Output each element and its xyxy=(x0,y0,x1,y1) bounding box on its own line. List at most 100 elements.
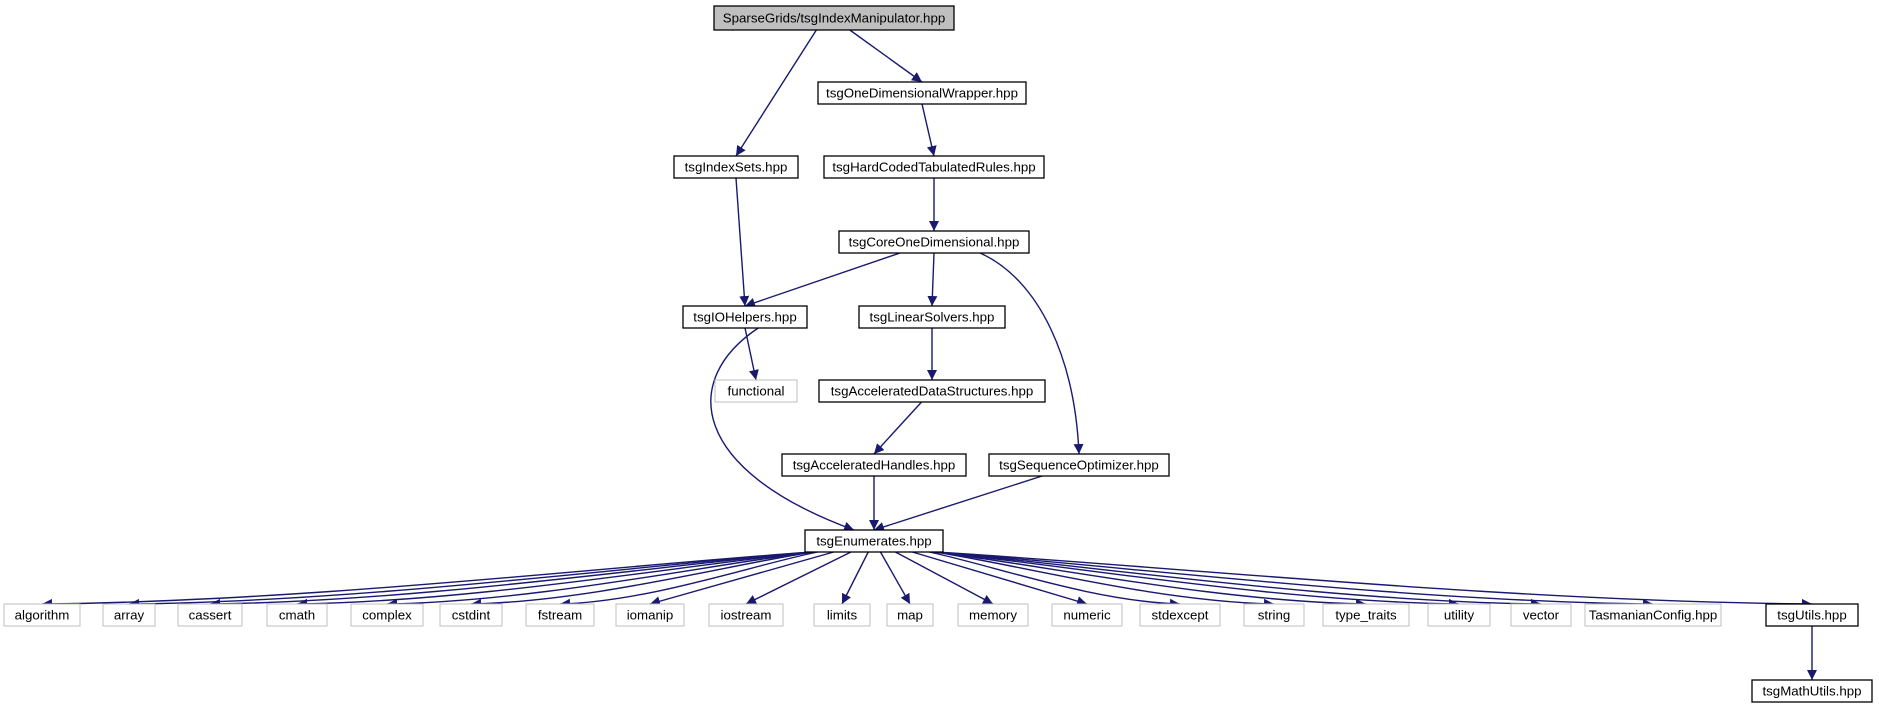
node-fstream: fstream xyxy=(525,603,595,627)
node-box xyxy=(350,603,424,627)
node-tasmanianconfig-hpp: TasmanianConfig.hpp xyxy=(1584,603,1722,627)
node-tsgsequenceoptimizer-hpp[interactable]: tsgSequenceOptimizer.hpp xyxy=(988,453,1170,477)
node-label: fstream xyxy=(538,608,582,623)
node-cmath: cmath xyxy=(266,603,328,627)
node-label: tsgCoreOneDimensional.hpp xyxy=(849,235,1020,250)
node-box xyxy=(1427,603,1491,627)
edge-enumerates-to-vector xyxy=(934,551,1542,609)
node-map: map xyxy=(886,603,934,627)
node-type-traits: type_traits xyxy=(1322,603,1410,627)
node-label: tsgHardCodedTabulatedRules.hpp xyxy=(832,160,1035,175)
node-algorithm: algorithm xyxy=(3,603,81,627)
node-label: complex xyxy=(362,608,412,623)
edge-enumerates-to-tasconfig xyxy=(934,551,1654,609)
node-iomanip: iomanip xyxy=(615,603,685,627)
edge-enumerates-to-iomanip xyxy=(649,551,834,607)
node-tsgmathutils-hpp[interactable]: tsgMathUtils.hpp xyxy=(1751,679,1873,703)
edge-enumerates-to-utils xyxy=(934,551,1813,609)
node-label: vector xyxy=(1523,608,1560,623)
node-box xyxy=(1243,603,1305,627)
node-box xyxy=(838,230,1030,254)
node-label: tsgOneDimensionalWrapper.hpp xyxy=(826,86,1018,101)
edge-accds-to-acchandles xyxy=(873,401,923,455)
node-tsgutils-hpp[interactable]: tsgUtils.hpp xyxy=(1765,603,1859,627)
node-box xyxy=(813,603,871,627)
node-tsgenumerates-hpp[interactable]: tsgEnumerates.hpp xyxy=(804,529,944,553)
node-box xyxy=(525,603,595,627)
node-sparsegrids-tsgindexmanipulator-hpp[interactable]: SparseGrids/tsgIndexManipulator.hpp xyxy=(713,5,955,31)
edge-enumerates-to-utility xyxy=(934,551,1460,609)
edge-enumerates-to-memory xyxy=(895,551,994,605)
edge-seqopt-to-enumerates xyxy=(873,475,1043,532)
node-memory: memory xyxy=(957,603,1029,627)
node-label: functional xyxy=(728,384,785,399)
node-string: string xyxy=(1243,603,1305,627)
node-box xyxy=(615,603,685,627)
node-label: tsgUtils.hpp xyxy=(1777,608,1846,623)
node-label: stdexcept xyxy=(1152,608,1209,623)
node-label: cmath xyxy=(279,608,315,623)
edge-enumerates-to-map xyxy=(879,551,911,605)
edge-core1d-to-linsolvers xyxy=(927,252,938,307)
node-label: utility xyxy=(1444,608,1475,623)
edge-enumerates-to-limits xyxy=(841,551,869,605)
node-stdexcept: stdexcept xyxy=(1139,603,1221,627)
node-box xyxy=(177,603,243,627)
node-tsgiohelpers-hpp[interactable]: tsgIOHelpers.hpp xyxy=(682,305,808,329)
node-label: tsgMathUtils.hpp xyxy=(1762,684,1861,699)
edge-enumerates-to-fstream xyxy=(559,551,818,609)
node-box xyxy=(266,603,328,627)
node-tsgaccelerateddatastructures-hpp[interactable]: tsgAcceleratedDataStructures.hpp xyxy=(818,379,1046,403)
node-iostream: iostream xyxy=(708,603,784,627)
edge-wrapper-to-hardcoded xyxy=(921,103,937,157)
nodes-layer: SparseGrids/tsgIndexManipulator.hpp tsgOn… xyxy=(3,5,1873,703)
node-box xyxy=(817,81,1027,105)
node-limits: limits xyxy=(813,603,871,627)
node-tsglinearsolvers-hpp[interactable]: tsgLinearSolvers.hpp xyxy=(858,305,1006,329)
edge-core1d-to-seqopt xyxy=(979,252,1084,455)
node-label: type_traits xyxy=(1335,608,1397,623)
node-box xyxy=(957,603,1029,627)
edge-enumerates-to-numeric xyxy=(912,551,1088,606)
node-box xyxy=(1139,603,1221,627)
node-box xyxy=(708,603,784,627)
edges-layer xyxy=(41,29,1817,680)
node-tsgindexsets-hpp[interactable]: tsgIndexSets.hpp xyxy=(673,155,799,179)
edge-enumerates-to-stdexcept xyxy=(928,551,1181,609)
edge-root-to-wrapper xyxy=(849,29,923,83)
node-label: numeric xyxy=(1063,608,1111,623)
edge-enumerates-to-iostream xyxy=(745,551,852,605)
node-label: tsgEnumerates.hpp xyxy=(816,534,931,549)
node-box xyxy=(3,603,81,627)
node-label: string xyxy=(1258,608,1291,623)
node-tsgonedimensionalwrapper-hpp[interactable]: tsgOneDimensionalWrapper.hpp xyxy=(817,81,1027,105)
node-tsghardcodedtabulatedrules-hpp[interactable]: tsgHardCodedTabulatedRules.hpp xyxy=(823,155,1045,179)
node-tsgcoreonedimensional-hpp[interactable]: tsgCoreOneDimensional.hpp xyxy=(838,230,1030,254)
node-box xyxy=(886,603,934,627)
node-label: SparseGrids/tsgIndexManipulator.hpp xyxy=(723,11,945,26)
node-box xyxy=(682,305,808,329)
node-cassert: cassert xyxy=(177,603,243,627)
node-label: cstdint xyxy=(452,608,491,623)
edge-enumerates-to-cstdint xyxy=(470,551,814,609)
node-vector: vector xyxy=(1510,603,1572,627)
node-box xyxy=(1322,603,1410,627)
node-box xyxy=(818,379,1046,403)
node-box xyxy=(1510,603,1572,627)
node-array: array xyxy=(102,603,156,627)
edge-enumerates-to-array xyxy=(128,551,814,609)
node-box xyxy=(439,603,503,627)
node-box xyxy=(102,603,156,627)
node-tsgacceleratedhandles-hpp[interactable]: tsgAcceleratedHandles.hpp xyxy=(781,453,967,477)
node-numeric: numeric xyxy=(1051,603,1123,627)
node-box xyxy=(988,453,1170,477)
node-label: cassert xyxy=(189,608,232,623)
node-label: limits xyxy=(827,608,858,623)
node-box xyxy=(714,379,798,403)
node-label: tsgIndexSets.hpp xyxy=(685,160,788,175)
node-label: tsgLinearSolvers.hpp xyxy=(870,310,995,325)
edge-enumerates-to-complex xyxy=(386,551,814,609)
node-box xyxy=(673,155,799,179)
node-label: tsgAcceleratedHandles.hpp xyxy=(793,458,956,473)
